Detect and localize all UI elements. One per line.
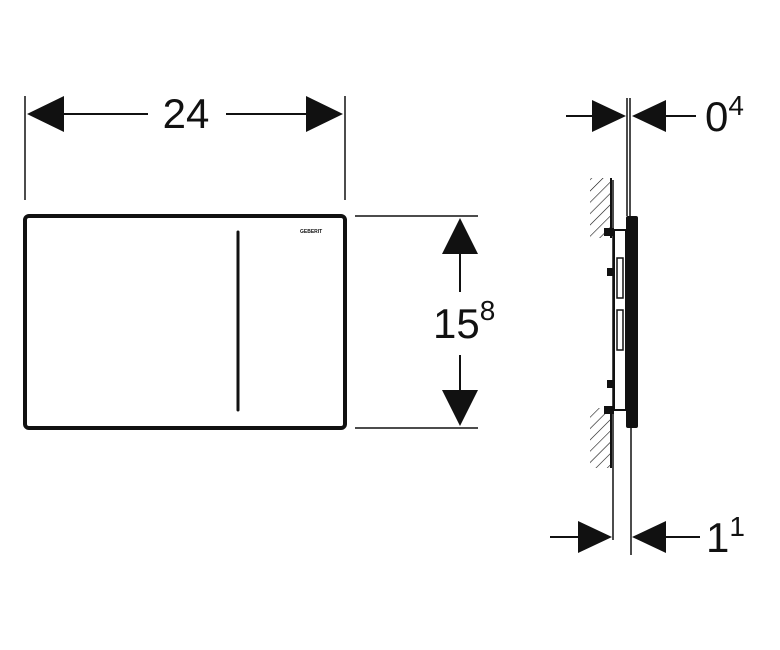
arrow-down-icon <box>442 390 478 426</box>
arrow-right-icon <box>306 96 343 132</box>
bracket-tab-3 <box>607 380 614 388</box>
thickness-dimension: 04 <box>566 90 744 140</box>
thickness-value: 04 <box>705 90 744 140</box>
arrow-up-icon <box>442 218 478 254</box>
frame-slot-lower <box>616 309 624 351</box>
width-dimension: 24 <box>24 90 346 200</box>
brand-logo: GEBERIT <box>300 229 322 235</box>
wall-hatch-upper <box>590 178 610 238</box>
actuator-plate-side <box>626 216 638 428</box>
side-view: 04 11 <box>550 90 745 561</box>
frame-slot-upper <box>616 257 624 299</box>
front-view: GEBERIT 24 158 <box>23 90 495 430</box>
arrow-left-icon <box>632 100 666 132</box>
depth-value: 11 <box>706 511 745 561</box>
arrow-left-icon <box>632 521 666 553</box>
bracket-tab-1 <box>604 228 614 236</box>
bracket-tab-2 <box>607 268 614 276</box>
wall-hatch-lower <box>590 408 610 468</box>
mounting-frame <box>613 229 627 411</box>
depth-dimension: 11 <box>550 511 745 561</box>
flush-plate-outline <box>23 214 347 430</box>
height-value: 158 <box>433 295 495 347</box>
arrow-right-icon <box>592 100 626 132</box>
arrow-left-icon <box>27 96 64 132</box>
arrow-right-icon <box>578 521 612 553</box>
bracket-tab-4 <box>604 406 614 414</box>
height-dimension: 158 <box>355 215 495 429</box>
width-value: 24 <box>163 90 210 137</box>
